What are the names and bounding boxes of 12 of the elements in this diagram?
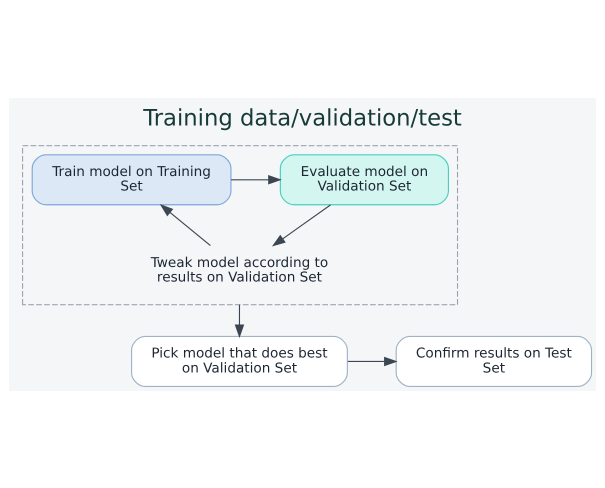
arrow: [348, 356, 398, 366]
node-box: Confirm results on Test Set: [396, 335, 592, 387]
node-box: Pick model that does best on Validation Set: [131, 335, 348, 387]
arrow: [231, 174, 282, 184]
arrow: [272, 204, 331, 246]
diagram-title: Training data/validation/test: [143, 104, 462, 131]
node-box: Evaluate model on Validation Set: [280, 154, 449, 205]
node-box: Train model on Training Set: [32, 154, 232, 205]
node-text: Tweak model according to results on Validation Set: [150, 254, 328, 286]
arrow: [160, 204, 211, 246]
arrow: [234, 304, 244, 338]
cluster: [22, 144, 458, 305]
